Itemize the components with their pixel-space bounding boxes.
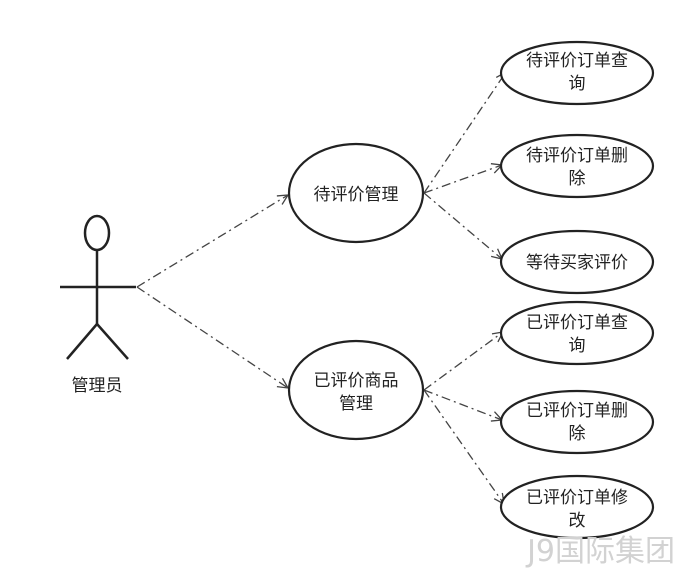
usecase-reviewed-delete-ellipse xyxy=(499,389,655,455)
usecase-pending-query: 待评价订单查 询 xyxy=(499,40,655,106)
edge-pending-to-delete xyxy=(423,165,502,194)
usecase-reviewed-line2: 管理 xyxy=(339,394,373,414)
usecase-reviewed-delete-line1: 已评价订单删 xyxy=(526,401,628,421)
usecase-reviewed-delete: 已评价订单删 除 xyxy=(499,389,655,455)
actor-left-leg xyxy=(66,323,98,360)
usecase-pending-query-line1: 待评价订单查 xyxy=(526,51,628,71)
usecase-reviewed-query-ellipse xyxy=(499,300,655,366)
usecase-await-buyer-review: 等待买家评价 xyxy=(499,229,655,295)
usecase-await-buyer-line1: 等待买家评价 xyxy=(526,253,628,273)
usecase-reviewed-query-line2: 询 xyxy=(569,336,586,356)
usecase-reviewed-modify-line1: 已评价订单修 xyxy=(526,488,628,508)
edge-actor-to-reviewed xyxy=(136,286,288,388)
usecase-reviewed-delete-line2: 除 xyxy=(569,424,586,444)
usecase-pending-query-ellipse xyxy=(499,40,655,106)
actor-head xyxy=(83,214,111,252)
usecase-pending-query-line2: 询 xyxy=(569,74,586,94)
usecase-pending-delete-line1: 待评价订单删 xyxy=(526,146,628,166)
edge-actor-to-pending xyxy=(136,195,288,288)
edge-reviewed-to-query xyxy=(423,332,503,391)
usecase-reviewed-modify-ellipse xyxy=(499,474,655,540)
actor-label: 管理员 xyxy=(72,376,123,396)
watermark-text: J9国际集团 xyxy=(525,534,675,569)
usecase-reviewed-query-line1: 已评价订单查 xyxy=(526,313,628,333)
usecase-reviewed-query: 已评价订单查 询 xyxy=(499,300,655,366)
usecase-reviewed-modify: 已评价订单修 改 xyxy=(499,474,655,540)
edge-pending-to-query xyxy=(423,72,506,194)
usecase-reviewed-modify-line2: 改 xyxy=(569,511,586,531)
usecase-pending-ellipse xyxy=(287,142,425,244)
usecase-pending-delete-ellipse xyxy=(499,133,655,199)
usecase-pending-delete-line2: 除 xyxy=(569,169,586,189)
usecase-pending-management: 待评价管理 xyxy=(287,142,425,244)
actor-right-leg xyxy=(96,323,129,360)
actor-admin: 管理员 xyxy=(60,214,136,396)
edge-pending-to-await xyxy=(423,192,502,259)
usecase-pending-delete: 待评价订单删 除 xyxy=(499,133,655,199)
usecase-reviewed-line1: 已评价商品 xyxy=(314,371,399,391)
usecase-reviewed-management: 已评价商品 管理 xyxy=(287,339,425,441)
edge-reviewed-to-delete xyxy=(423,389,502,420)
edge-reviewed-to-modify xyxy=(423,389,504,504)
usecase-pending-line1: 待评价管理 xyxy=(314,185,399,205)
usecase-reviewed-ellipse xyxy=(287,339,425,441)
usecase-await-buyer-ellipse xyxy=(499,229,655,295)
